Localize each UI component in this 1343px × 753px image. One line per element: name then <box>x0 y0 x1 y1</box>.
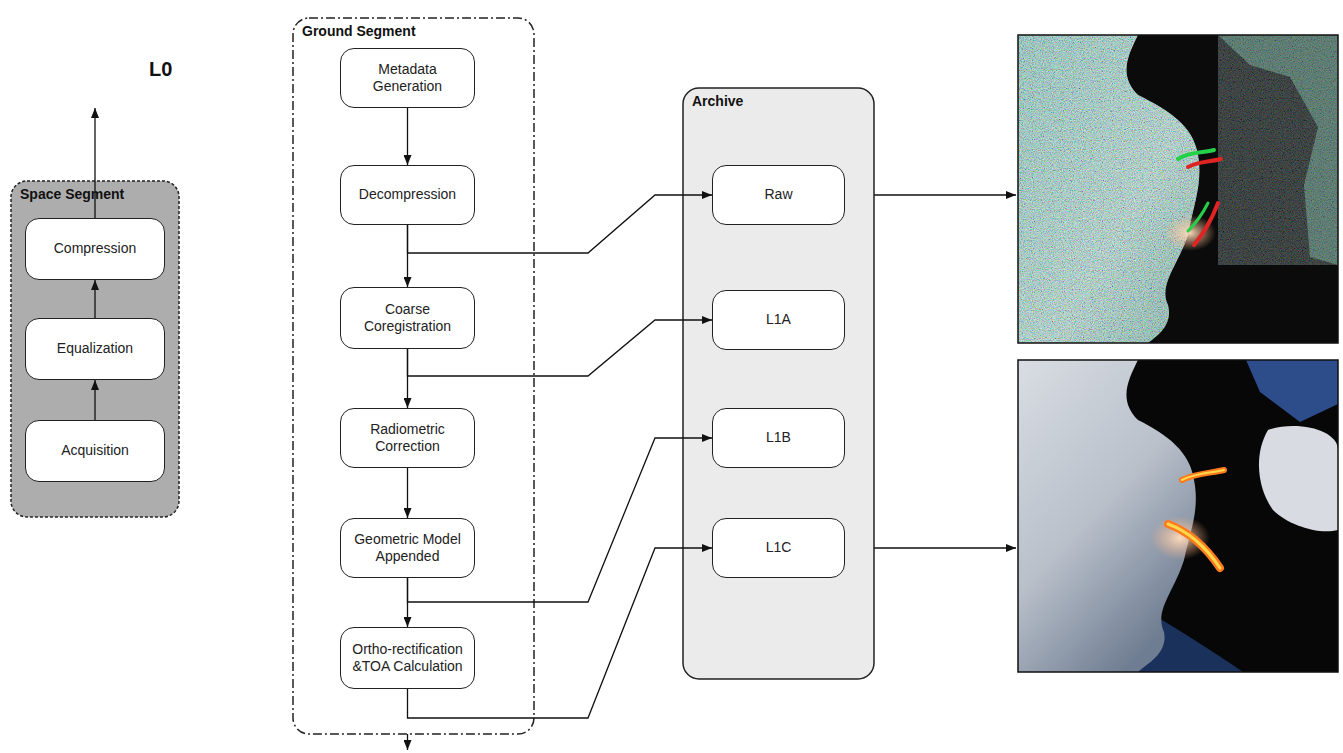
process-box: Geometric Model Appended <box>340 518 475 578</box>
lava-flow <box>1182 470 1224 480</box>
terrain-patch <box>1218 35 1338 265</box>
lava-streak <box>1188 203 1208 231</box>
lava-streak <box>1178 150 1214 159</box>
archive-group: RawL1A L1B L1C Archive <box>682 87 875 680</box>
box-label: L1B <box>766 429 791 447</box>
process-box: Compression <box>25 218 165 280</box>
flow-arrow <box>408 320 713 376</box>
flow-arrow <box>407 108 408 165</box>
process-box: Raw <box>712 165 845 225</box>
group-outline-shape <box>683 88 874 679</box>
box-label: Radiometric Correction <box>350 421 465 456</box>
image-background <box>1018 360 1338 672</box>
group-title: Archive <box>692 93 743 109</box>
box-label: Coarse Coregistration <box>350 301 465 336</box>
cloud-plume <box>1018 360 1196 672</box>
box-label: Metadata Generation <box>350 61 465 96</box>
lava-glow <box>1150 516 1210 560</box>
lava-flow <box>1168 524 1220 568</box>
lava-flow <box>1168 524 1220 568</box>
process-box: Radiometric Correction <box>340 408 475 468</box>
process-box: L1A <box>712 290 845 350</box>
group-title: Ground Segment <box>302 23 416 39</box>
flow-arrow <box>408 548 713 718</box>
process-box: Coarse Coregistration <box>340 287 475 349</box>
flow-arrow <box>407 225 408 287</box>
sensor-noise <box>1018 35 1338 343</box>
box-label: Acquisition <box>61 442 129 460</box>
box-label: Equalization <box>57 340 133 358</box>
group-outline-shape <box>11 181 179 517</box>
process-box: Decompression <box>340 165 475 225</box>
flow-arrow <box>407 468 408 518</box>
edge-label: L0 <box>147 58 174 81</box>
flow-arrow <box>407 578 408 627</box>
lava-streak <box>1188 159 1221 167</box>
process-box: L1B <box>712 408 845 468</box>
box-label: Geometric Model Appended <box>350 531 465 566</box>
flow-arrow <box>408 195 713 253</box>
flow-arrow <box>408 438 713 602</box>
ground-segment-group: Metadata GenerationDecompressionCoarse C… <box>292 17 535 735</box>
process-box: Metadata Generation <box>340 48 475 108</box>
box-label: Raw <box>764 186 792 204</box>
blue-patch <box>1246 360 1338 422</box>
l1c-satellite-image <box>1018 360 1338 672</box>
raw-satellite-image <box>1018 35 1338 343</box>
box-label: L1C <box>766 539 792 557</box>
box-label: Ortho-rectification &TOA Calculation <box>350 641 465 676</box>
flow-arrow <box>94 380 95 420</box>
sensor-noise <box>1218 35 1338 265</box>
process-box: Ortho-rectification &TOA Calculation <box>340 627 475 689</box>
image-frame <box>1018 360 1338 672</box>
group-title: Space Segment <box>20 186 124 202</box>
space-segment-group: CompressionEqualizationAcquisition Space … <box>10 180 180 518</box>
flow-arrow <box>407 349 408 408</box>
flow-arrow <box>94 108 95 218</box>
lava-flow <box>1182 470 1224 480</box>
process-box: Acquisition <box>25 420 165 482</box>
image-background <box>1018 35 1338 343</box>
flow-arrow <box>94 280 95 318</box>
process-box: L1C <box>712 518 845 578</box>
cloud-patch <box>1259 426 1338 531</box>
box-label: Compression <box>54 240 136 258</box>
group-outline-shape <box>293 18 534 734</box>
process-box: Equalization <box>25 318 165 380</box>
box-label: L1A <box>766 311 791 329</box>
box-label: Decompression <box>359 186 456 204</box>
image-frame <box>1018 35 1338 343</box>
